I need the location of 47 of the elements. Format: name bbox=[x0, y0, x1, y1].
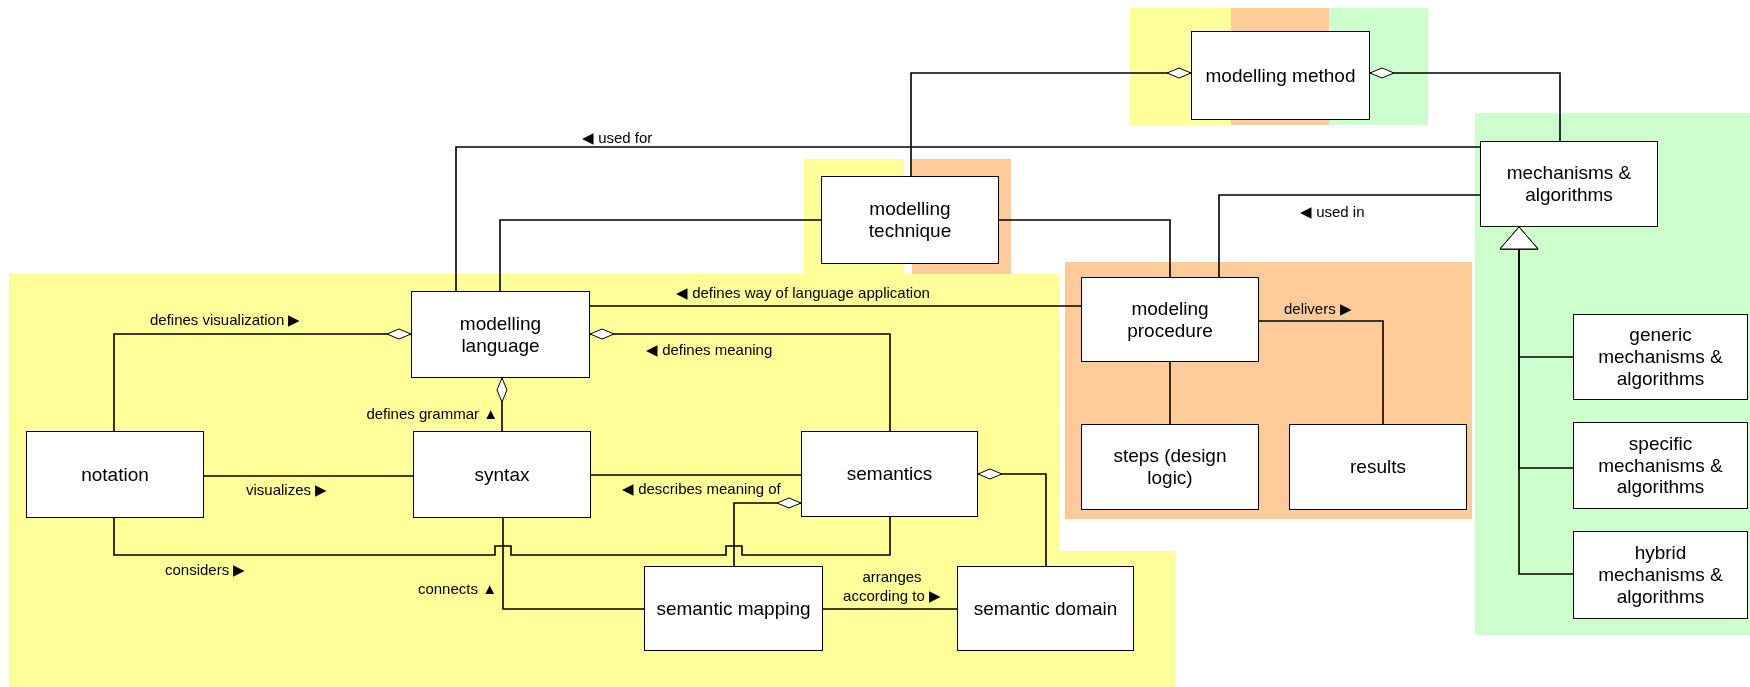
concept-box: modelling method bbox=[1191, 31, 1370, 120]
edge-label: considers ▶ bbox=[165, 561, 246, 579]
connector bbox=[590, 474, 802, 476]
connector bbox=[502, 517, 645, 610]
connector bbox=[1499, 226, 1574, 575]
edge-label: arranges according to ▶ bbox=[842, 568, 942, 606]
connector bbox=[113, 516, 891, 556]
connector bbox=[1218, 194, 1481, 278]
concept-box: steps (design logic) bbox=[1081, 424, 1259, 510]
edge-label: delivers ▶ bbox=[1284, 300, 1352, 318]
edge-label: connects ▲ bbox=[416, 580, 497, 598]
edge-label: ◀ used for bbox=[582, 129, 653, 147]
connector bbox=[910, 67, 1192, 177]
connector bbox=[733, 497, 802, 567]
edge-label: ◀ defines way of language application bbox=[676, 284, 930, 302]
connector bbox=[203, 475, 414, 477]
concept-box: modelling language bbox=[411, 291, 590, 378]
concept-box: generic mechanisms & algorithms bbox=[1573, 314, 1748, 400]
connector bbox=[455, 146, 1481, 292]
edge-label: ◀ used in bbox=[1300, 203, 1365, 221]
concept-box: notation bbox=[26, 431, 204, 518]
connector bbox=[589, 328, 891, 432]
connector bbox=[496, 377, 508, 432]
concept-box: syntax bbox=[413, 431, 591, 518]
connector bbox=[1369, 67, 1561, 142]
edge-label: defines visualization ▶ bbox=[150, 311, 301, 329]
edge-label: visualizes ▶ bbox=[246, 481, 328, 499]
concept-box: semantic mapping bbox=[644, 566, 823, 651]
connector bbox=[998, 219, 1171, 278]
concept-box: modeling procedure bbox=[1081, 277, 1259, 362]
connector bbox=[113, 328, 412, 432]
connector bbox=[1258, 320, 1384, 425]
connector bbox=[822, 608, 958, 610]
concept-box: results bbox=[1289, 424, 1467, 510]
connector bbox=[589, 305, 1082, 307]
concept-box: hybrid mechanisms & algorithms bbox=[1573, 531, 1748, 619]
edge-label: ◀ defines meaning bbox=[646, 341, 773, 359]
edge-label: ◀ describes meaning of bbox=[622, 480, 781, 498]
concept-box: mechanisms & algorithms bbox=[1480, 141, 1658, 227]
connector bbox=[1169, 361, 1171, 425]
edge-label: defines grammar ▲ bbox=[365, 405, 498, 423]
concept-box: semantics bbox=[801, 431, 978, 517]
concept-box: semantic domain bbox=[957, 566, 1134, 651]
connector bbox=[499, 219, 822, 292]
connector bbox=[977, 468, 1047, 567]
concept-box: specific mechanisms & algorithms bbox=[1573, 422, 1748, 509]
concept-box: modelling technique bbox=[821, 176, 999, 264]
